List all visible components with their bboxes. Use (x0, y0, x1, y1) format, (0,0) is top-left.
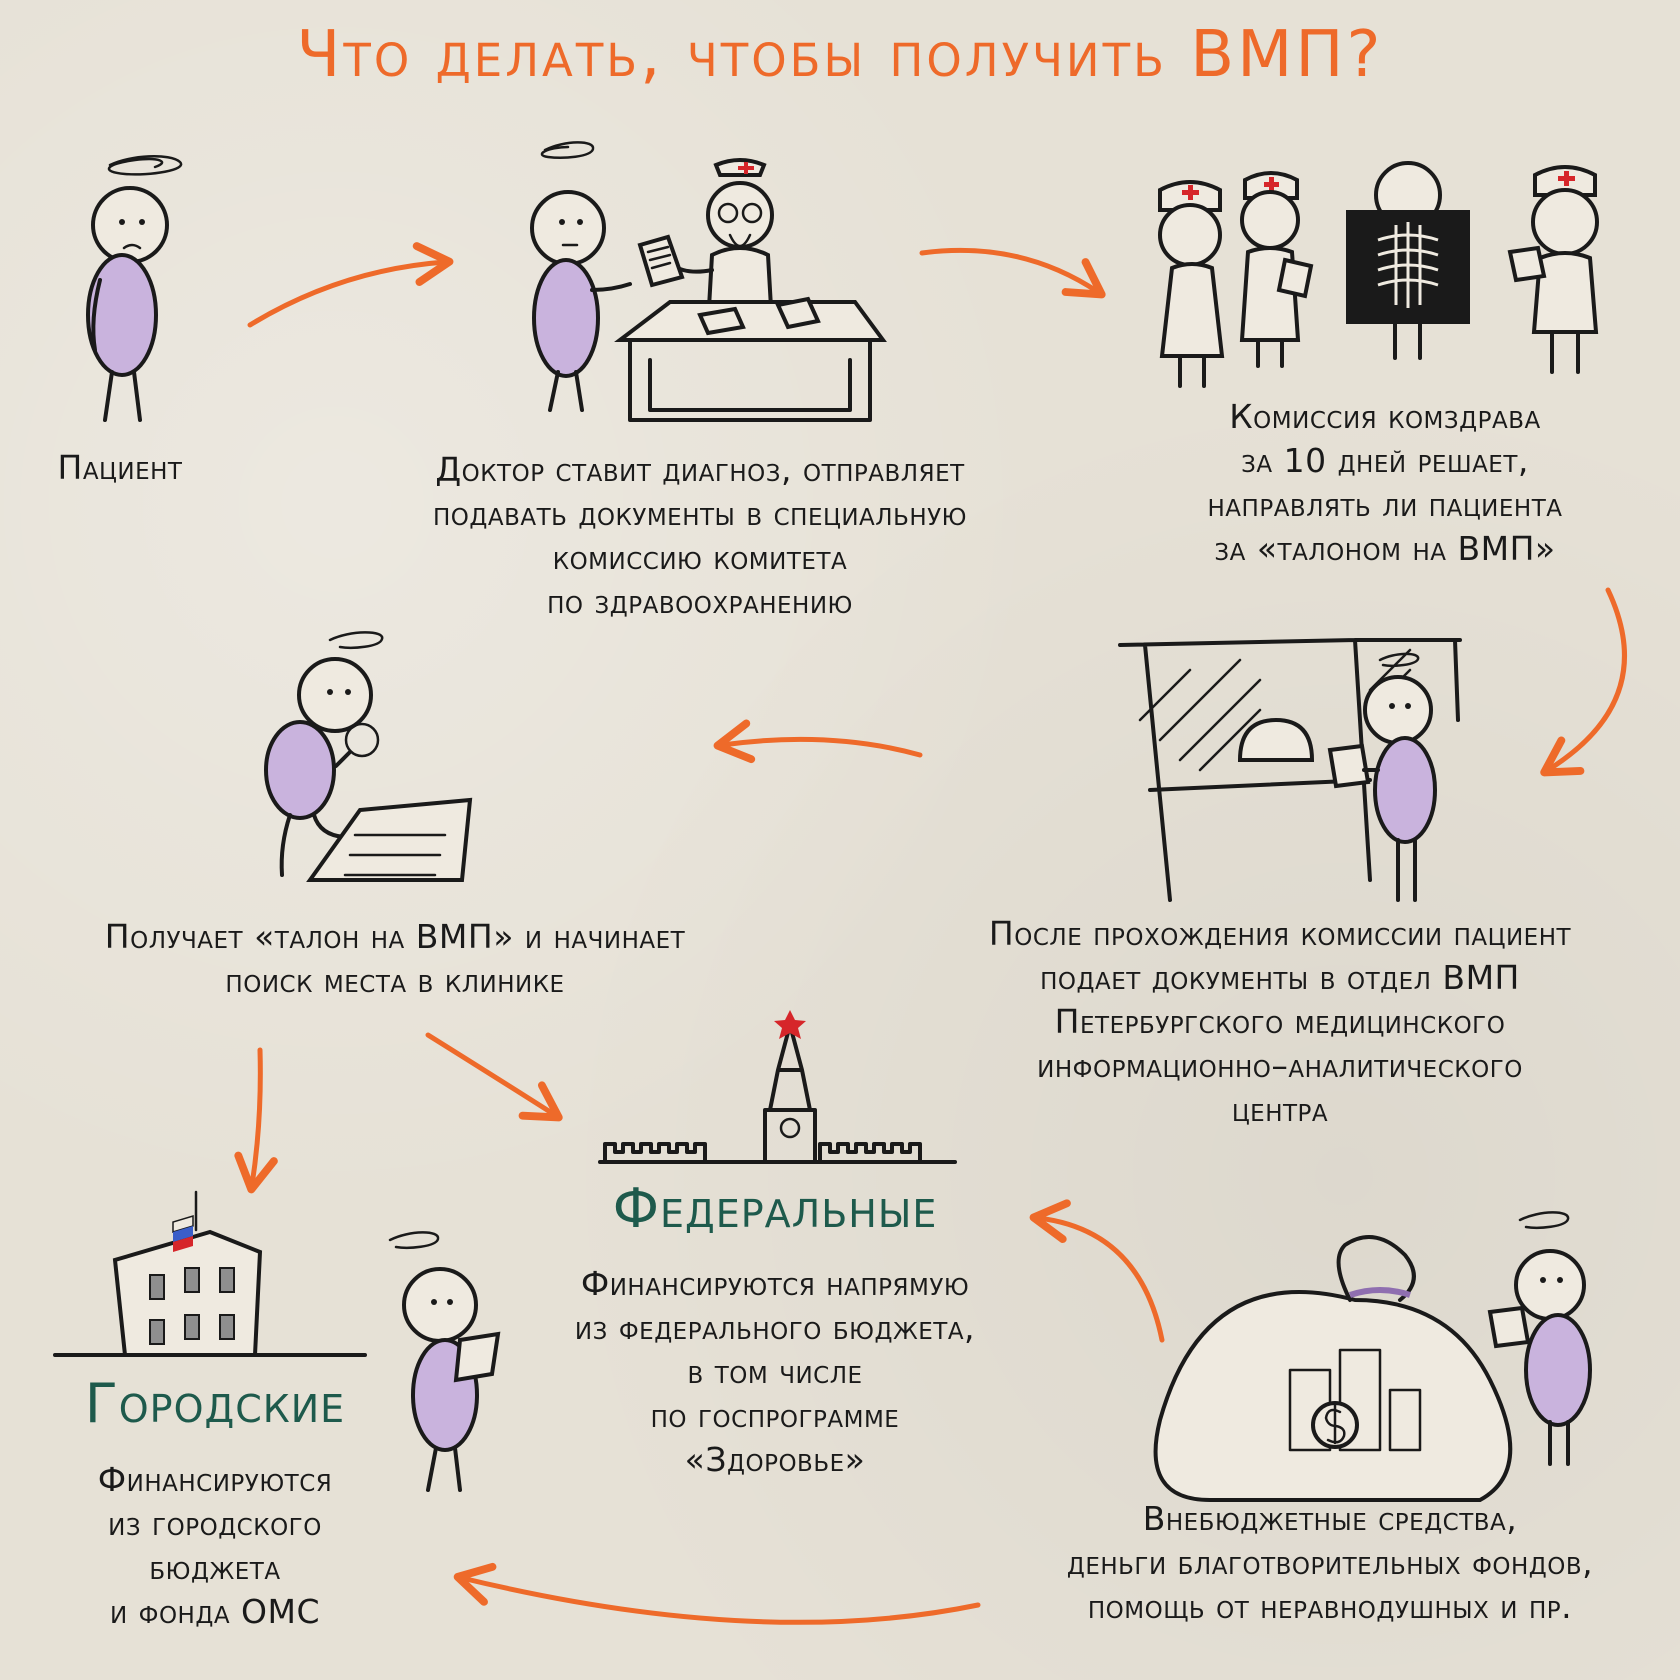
building-icon (53, 1190, 501, 1492)
money-bag-icon (1153, 1211, 1592, 1502)
step-doctor: Доктор ставит диагноз, отправляет подава… (432, 450, 968, 621)
commission-icon (1158, 161, 1599, 388)
russian-flag-icon (172, 1190, 198, 1252)
magnifier-icon (264, 631, 473, 882)
page-title: Что делать, чтобы получить ВМП? (296, 18, 1384, 92)
city-text: Финансируются из городского бюджета и фо… (97, 1460, 333, 1631)
dollar-coin-icon (1288, 1348, 1422, 1452)
city-heading: Городские (84, 1372, 346, 1435)
kremlin-icon (598, 1010, 957, 1164)
window-icon (1118, 638, 1462, 902)
flow-arrows (234, 242, 1627, 1625)
step-department: После прохождения комиссии пациент подае… (988, 914, 1572, 1129)
doctor-icon (530, 141, 887, 422)
federal-text: Финансируются напрямую из федерального б… (574, 1264, 976, 1479)
step-coupon: Получает «талон на ВМП» и начинает поиск… (104, 917, 686, 1000)
step-commission: Комиссия комздрава за 10 дней решает, на… (1207, 397, 1563, 568)
federal-heading: Федеральные (612, 1177, 938, 1240)
step-patient: Пациент (57, 448, 183, 487)
patient-icon (86, 155, 183, 422)
extra-funding-text: Внебюджетные средства, деньги благотвори… (1066, 1499, 1594, 1626)
